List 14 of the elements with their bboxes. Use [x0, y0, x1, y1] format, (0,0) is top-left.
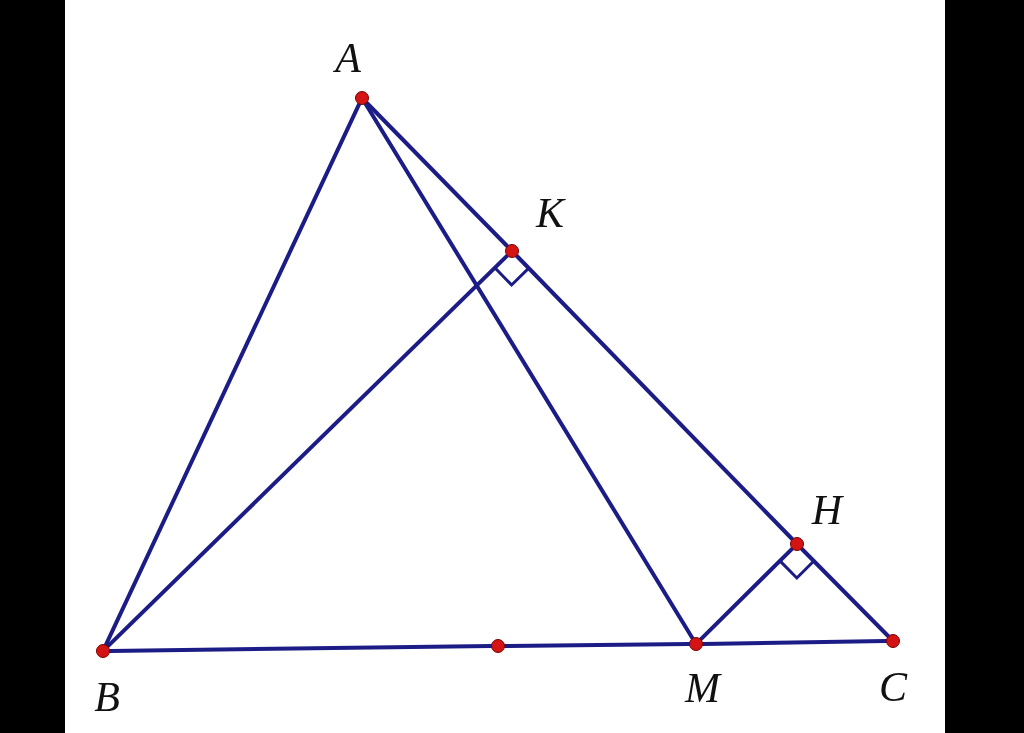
line-segment: [103, 102, 362, 647]
point-label: H: [810, 488, 844, 532]
line-segment: [698, 546, 795, 642]
point-label: B: [93, 675, 121, 719]
line-segment: [514, 254, 795, 541]
line-segment: [701, 639, 888, 646]
line-segment: [503, 642, 691, 648]
line-segment: [363, 101, 695, 641]
line-segment: [799, 547, 891, 638]
point-label: C: [878, 665, 909, 709]
point-label: A: [332, 36, 362, 80]
line-segment: [108, 644, 493, 653]
line-segment: [106, 253, 509, 649]
point-label: K: [534, 191, 567, 235]
